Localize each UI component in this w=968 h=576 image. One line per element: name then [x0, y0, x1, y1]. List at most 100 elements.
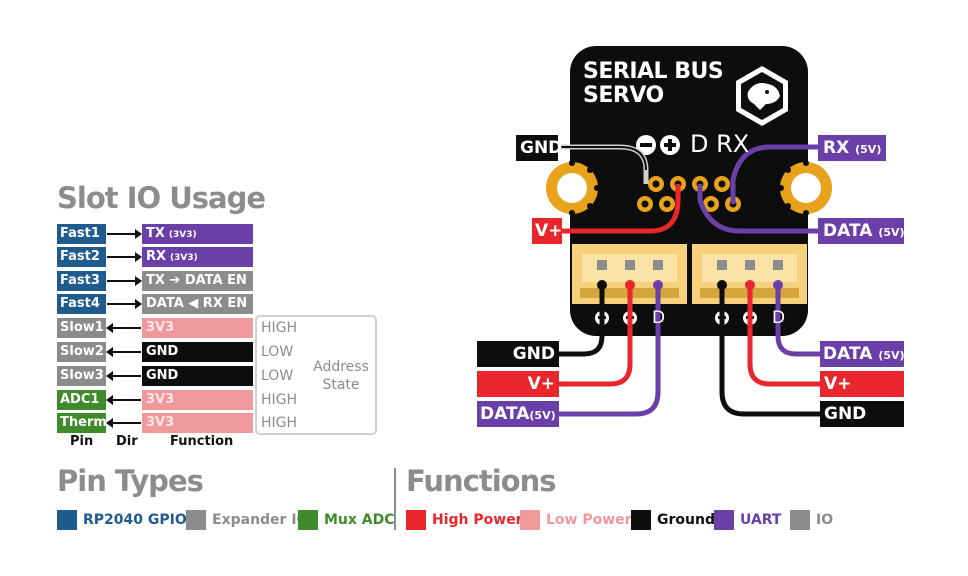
label-right-gnd: GND: [820, 401, 904, 427]
mounting-hole-right: [778, 160, 832, 216]
function-label-main: RX: [146, 249, 167, 264]
label-data-top-main: DATA: [823, 221, 873, 241]
board-title-line2: SERVO: [583, 83, 664, 108]
wire-left-data: [558, 285, 661, 417]
legend-label: High Power: [432, 512, 523, 528]
address-state-value: HIGH: [261, 415, 298, 431]
function-label-main: GND: [146, 368, 179, 383]
legend-swatch: [631, 510, 651, 530]
pin-label: Fast1: [57, 224, 106, 244]
label-left-vplus-text: V+: [527, 374, 555, 394]
legend-swatch: [714, 510, 734, 530]
label-left-data-sub: (5V): [529, 409, 556, 422]
legend-label: Mux ADC: [324, 512, 395, 528]
pin-label: Fast2: [57, 247, 106, 267]
wire-data-top: [697, 184, 820, 234]
wire-right-gnd: [719, 285, 822, 417]
address-state-value: HIGH: [261, 392, 298, 408]
label-left-gnd: GND: [477, 341, 559, 367]
label-rx-sub: (5V): [855, 143, 882, 156]
arrow-right-icon: [107, 276, 142, 286]
legend-swatch: [298, 510, 318, 530]
address-state-value: LOW: [261, 344, 294, 360]
pin-label: ADC1: [57, 390, 106, 410]
arrow-left-icon: [106, 418, 141, 428]
label-right-vplus: V+: [820, 371, 904, 397]
address-state-line1: Address: [313, 359, 369, 375]
label-rx: RX (5V): [818, 135, 886, 161]
label-left-data: DATA(5V): [477, 401, 559, 427]
label-left-vplus: V+: [477, 371, 559, 397]
pin-label: Fast3: [57, 271, 106, 291]
function-label-main: 3V3: [146, 415, 175, 430]
function-label-main: TX: [146, 226, 165, 241]
function-label: 3V3: [142, 318, 253, 338]
functions-title: Functions: [406, 464, 556, 498]
arrow-right-icon: [107, 229, 142, 239]
legend-label: Expander IO: [212, 512, 309, 528]
legend-label: Low Power: [546, 512, 632, 528]
pin-label: Slow2: [57, 342, 106, 362]
wire-gnd-top-outline: [556, 146, 647, 171]
minus-icon: [636, 135, 656, 155]
legend-swatch: [520, 510, 540, 530]
column-dir: Dir: [116, 434, 138, 449]
mounting-hole-left: [546, 160, 600, 216]
address-state-value: LOW: [261, 368, 294, 384]
function-label: RX(3V3): [142, 247, 253, 267]
function-label: TX(3V3): [142, 224, 253, 244]
label-right-data: DATA (5V): [820, 341, 905, 367]
label-left-gnd-text: GND: [512, 344, 555, 364]
function-label-sub: (3V3): [168, 230, 197, 240]
column-pin: Pin: [70, 434, 94, 449]
wire-left-gnd: [558, 285, 605, 357]
pin-label: Therm: [57, 413, 106, 433]
port-mark-right-d: D: [772, 308, 786, 328]
arrow-left-icon: [106, 347, 141, 357]
arrow-right-icon: [107, 299, 142, 309]
legend-label: UART: [740, 512, 782, 528]
wire-right-data: [775, 285, 822, 357]
arrow-left-icon: [106, 395, 141, 405]
pin-label: Slow1: [57, 318, 106, 338]
wire-vplus-top: [560, 184, 681, 234]
legend-swatch: [57, 510, 77, 530]
arrow-right-icon: [107, 252, 142, 262]
function-label-main: DATA ◀ RX EN: [146, 296, 248, 311]
function-label-main: TX ➔ DATA EN: [146, 273, 247, 288]
legend-label: Ground: [657, 512, 715, 528]
legend-swatch: [790, 510, 810, 530]
legend-label: IO: [816, 512, 834, 528]
label-right-data-main: DATA: [823, 344, 873, 364]
wire-right-vplus: [747, 285, 822, 387]
pin-label: Slow3: [57, 366, 106, 386]
function-label: GND: [142, 342, 253, 362]
board-title: SERIAL BUS SERVO: [583, 59, 724, 108]
legend-divider: [394, 468, 396, 530]
pin-types-title: Pin Types: [57, 464, 204, 498]
address-state-label: Address State: [305, 358, 377, 394]
wire-rx-top: [730, 144, 820, 204]
pin-label: Fast4: [57, 294, 106, 314]
function-label: 3V3: [142, 413, 253, 433]
label-vplus-top: V+: [532, 218, 562, 244]
legend-label: RP2040 GPIO: [83, 512, 187, 528]
label-right-data-sub: (5V): [878, 349, 905, 362]
plus-icon: [660, 135, 680, 155]
address-state-line2: State: [322, 377, 360, 393]
legend-swatch: [186, 510, 206, 530]
function-label: 3V3: [142, 390, 253, 410]
function-label: GND: [142, 366, 253, 386]
wire-left-vplus: [558, 285, 633, 387]
label-left-data-main: DATA: [480, 404, 530, 424]
board-title-line1: SERIAL BUS: [583, 59, 724, 84]
bear-hexagon-icon: [736, 66, 788, 126]
legend-swatch: [406, 510, 426, 530]
function-label: DATA ◀ RX EN: [142, 294, 253, 314]
port-mark-left-d: D: [652, 308, 666, 328]
function-label-main: 3V3: [146, 392, 175, 407]
function-label-main: GND: [146, 344, 179, 359]
label-rx-main: RX: [823, 138, 850, 158]
function-label: TX ➔ DATA EN: [142, 271, 253, 291]
